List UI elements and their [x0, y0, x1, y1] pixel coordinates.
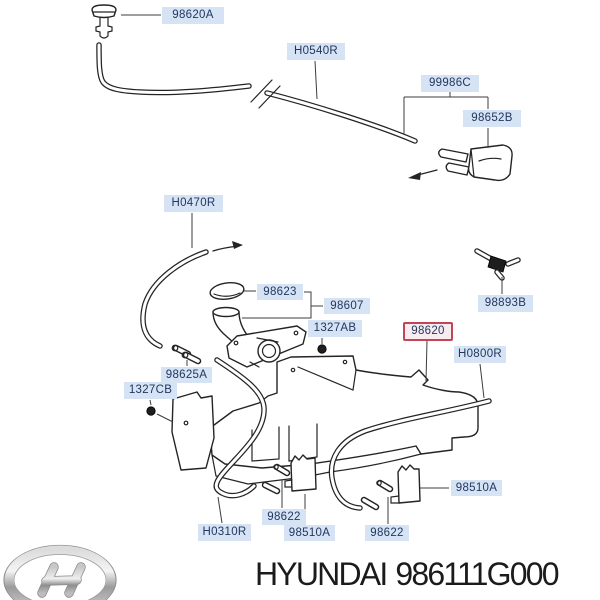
- part-label-1327ab-7[interactable]: 1327AB: [308, 320, 362, 337]
- connector-98652b: [438, 144, 513, 182]
- fasteners-98625a: [171, 344, 202, 365]
- washer-nozzle-98620a: [91, 4, 117, 39]
- part-label-h0470r-4[interactable]: H0470R: [164, 195, 223, 212]
- part-label-98622-14[interactable]: 98622: [262, 509, 306, 525]
- part-label-98620-8[interactable]: 98620: [403, 322, 453, 341]
- part-label-98622-16[interactable]: 98622: [365, 525, 409, 541]
- part-label-98625a-11[interactable]: 98625A: [161, 367, 212, 383]
- part-label-98652b-3[interactable]: 98652B: [463, 110, 521, 127]
- grommet-98893b: [474, 248, 521, 281]
- nut-1327cb: [146, 406, 174, 423]
- part-label-98893b-10[interactable]: 98893B: [478, 295, 533, 312]
- part-label-99986c-2[interactable]: 99986C: [421, 75, 479, 92]
- direction-arrow: [408, 169, 438, 180]
- nut-1327ab: [317, 344, 327, 354]
- washer-reservoir-98620: [171, 282, 479, 485]
- part-label-h0800r-9[interactable]: H0800R: [454, 346, 506, 363]
- hose-h0540r: [99, 45, 415, 141]
- reservoir-cap-98623: [209, 282, 245, 300]
- part-label-98510a-17[interactable]: 98510A: [451, 480, 502, 496]
- part-label-98607-6[interactable]: 98607: [324, 298, 370, 314]
- nozzle-holder-98510a-right: [360, 464, 421, 511]
- hyundai-logo: [3, 544, 117, 600]
- hose-h0470r: [143, 241, 243, 346]
- part-label-98510a-15[interactable]: 98510A: [284, 525, 335, 541]
- part-label-h0540r-1[interactable]: H0540R: [287, 43, 345, 60]
- part-label-h0310r-13[interactable]: H0310R: [198, 524, 251, 541]
- nozzle-holder-98510a-left: [261, 454, 317, 495]
- part-label-98623-5[interactable]: 98623: [257, 284, 303, 300]
- part-number: 986111G000: [395, 556, 559, 592]
- part-label-98620a-0[interactable]: 98620A: [162, 7, 224, 24]
- part-label-1327cb-12[interactable]: 1327CB: [124, 382, 177, 399]
- leader-lines: [121, 14, 503, 524]
- brand-name: HYUNDAI: [255, 556, 388, 592]
